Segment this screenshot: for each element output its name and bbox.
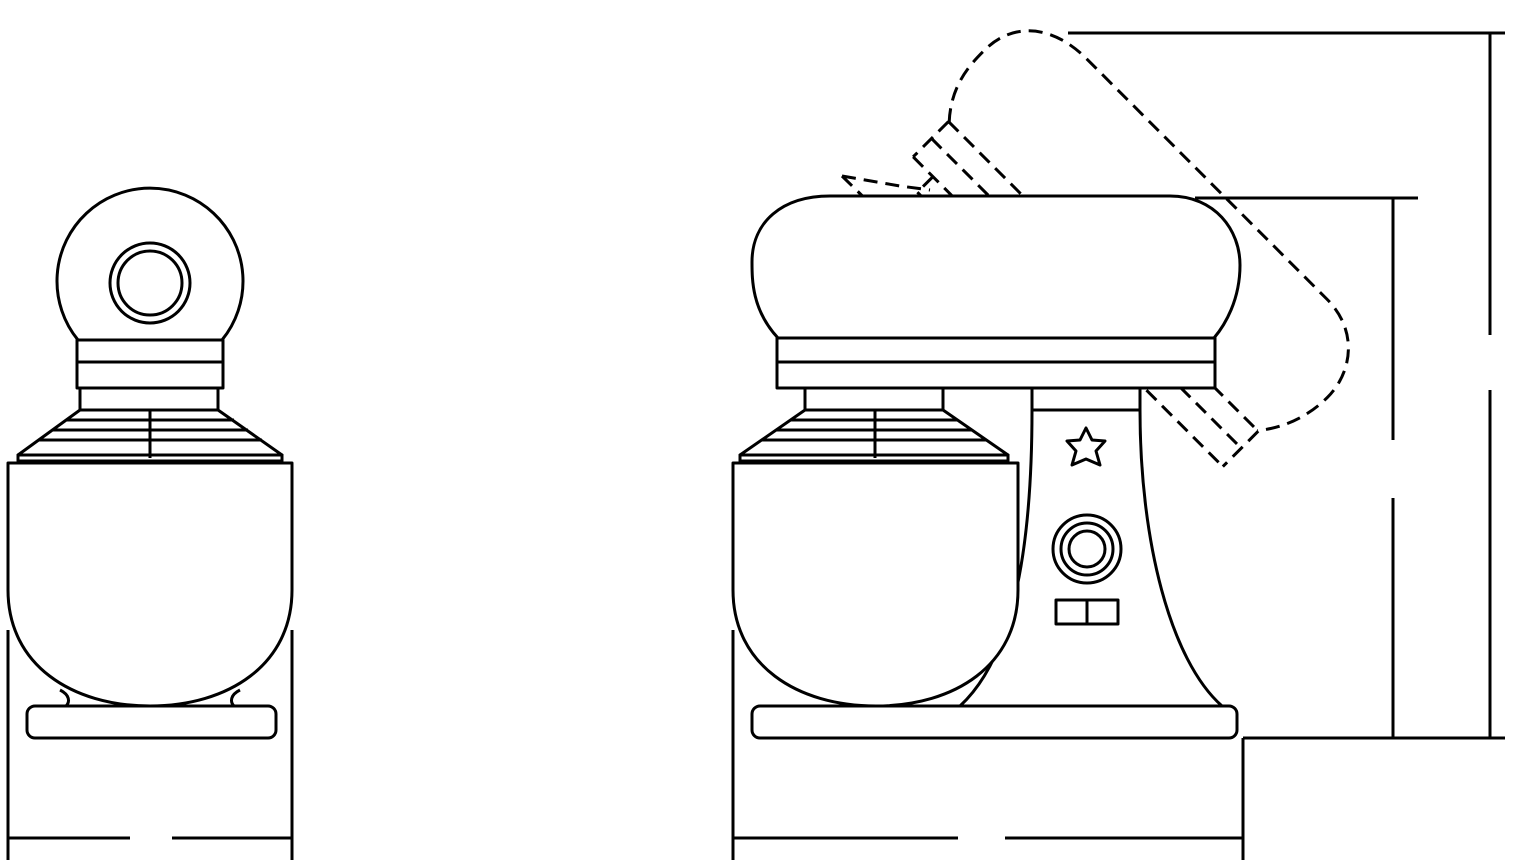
side-neck — [803, 386, 945, 412]
front-foot-right — [230, 688, 241, 708]
side-band-bottom — [775, 360, 1217, 390]
side-view — [731, 29, 1505, 860]
front-bowl — [6, 461, 294, 708]
side-base — [750, 704, 1239, 740]
front-width-dimension — [6, 630, 294, 860]
side-column-top — [1030, 386, 1142, 412]
front-head-dome — [55, 186, 245, 342]
front-knob-outer — [108, 241, 192, 325]
front-band-bottom — [75, 360, 225, 390]
front-base — [25, 704, 278, 740]
side-bowl — [731, 461, 1020, 708]
side-band-top — [775, 336, 1217, 364]
front-band-top — [75, 338, 225, 364]
front-bowl-cover — [16, 408, 284, 463]
side-dimensions — [731, 31, 1505, 860]
front-view — [6, 186, 294, 860]
front-knob-inner — [116, 249, 184, 317]
front-foot-left — [59, 688, 70, 708]
speed-star-icon — [1065, 426, 1107, 467]
speed-knob — [1051, 513, 1123, 585]
front-neck — [78, 386, 220, 412]
side-bowl-cover — [738, 408, 1010, 463]
side-head-dome — [750, 194, 1242, 340]
power-switch — [1054, 598, 1120, 626]
